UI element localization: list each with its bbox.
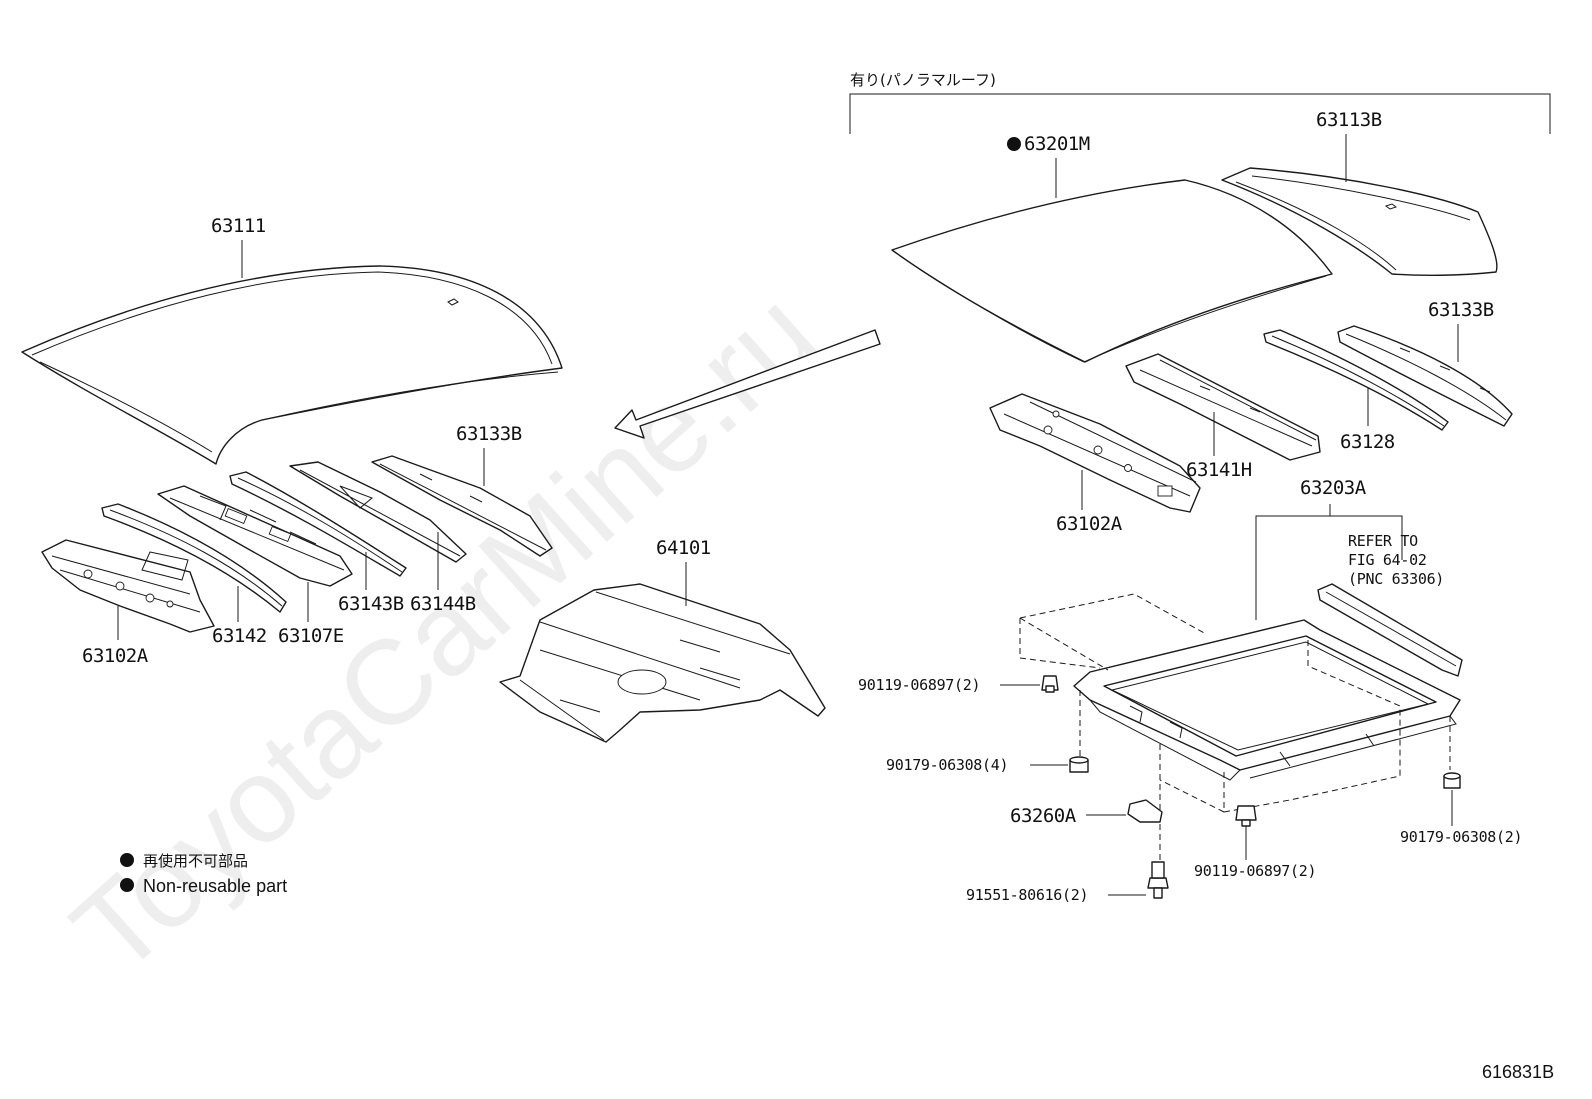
rail-63133B-left[interactable] [371, 455, 553, 557]
label-90179-left[interactable]: 90179-06308(4) [886, 756, 1009, 774]
roof-bow-63107E[interactable] [157, 485, 353, 587]
label-63141H[interactable]: 63141H [1186, 459, 1252, 481]
label-90119-top[interactable]: 90119-06897(2) [858, 676, 981, 694]
label-63260A[interactable]: 63260A [1010, 805, 1077, 827]
cross-member-63102A-right[interactable] [989, 393, 1201, 513]
glass-panel-63201M[interactable] [891, 179, 1333, 363]
roof-bow-63144B[interactable] [289, 461, 467, 563]
label-63107E[interactable]: 63107E [278, 625, 344, 647]
direction-arrow [614, 329, 881, 439]
legend-en: Non-reusable part [143, 876, 287, 896]
sunroof-frame-63203A[interactable] [1073, 619, 1461, 781]
bullet-icon [120, 878, 134, 892]
option-bracket [849, 93, 1551, 134]
rail-63133B-right[interactable] [1337, 325, 1513, 427]
bolt-90119-top-icon[interactable] [1041, 675, 1059, 693]
label-63133B-left[interactable]: 63133B [456, 423, 522, 445]
bullet-icon [120, 853, 134, 867]
option-header: 有り(パノラマルーフ) [850, 71, 996, 89]
figure-id: 616831B [1482, 1062, 1554, 1082]
rear-floor-pan-64101[interactable] [499, 583, 826, 743]
label-63113B[interactable]: 63113B [1316, 109, 1382, 131]
legend: 再使用不可部品 Non-reusable part [120, 852, 287, 896]
label-91551[interactable]: 91551-80616(2) [966, 886, 1089, 904]
label-63143B[interactable]: 63143B [338, 593, 404, 615]
roof-bow-63142[interactable] [101, 503, 287, 613]
label-90179-right[interactable]: 90179-06308(2) [1400, 828, 1523, 846]
label-63102A-right[interactable]: 63102A [1056, 513, 1123, 535]
label-63102A-left[interactable]: 63102A [82, 645, 149, 667]
label-63201M[interactable]: 63201M [1024, 133, 1090, 155]
refer-line3: (PNC 63306) [1348, 570, 1444, 588]
nut-90179-left-icon[interactable] [1069, 756, 1089, 773]
phantom-outline [1019, 593, 1451, 862]
roof-panel-63111[interactable] [21, 265, 563, 465]
roof-bow-63141H[interactable] [1125, 353, 1321, 461]
refer-line1: REFER TO [1348, 532, 1418, 550]
bolt-91551-icon[interactable] [1147, 861, 1169, 899]
rear-roof-63113B[interactable] [1221, 167, 1498, 276]
cross-member-63102A-left[interactable] [41, 539, 215, 633]
nut-90179-right-icon[interactable] [1443, 772, 1461, 789]
roof-bow-63143B[interactable] [229, 471, 407, 577]
label-63111[interactable]: 63111 [211, 215, 266, 237]
label-63128[interactable]: 63128 [1340, 431, 1395, 453]
refer-line2: FIG 64-02 [1348, 551, 1427, 569]
label-63142[interactable]: 63142 [212, 625, 267, 647]
label-90119-bottom[interactable]: 90119-06897(2) [1194, 862, 1317, 880]
label-63133B-right[interactable]: 63133B [1428, 299, 1494, 321]
label-64101[interactable]: 64101 [656, 537, 711, 559]
roof-bow-63128[interactable] [1263, 329, 1449, 431]
non-reusable-dot-icon [1007, 137, 1021, 151]
rail-63306[interactable] [1317, 583, 1463, 677]
leader-63203A [1255, 504, 1403, 620]
label-63144B[interactable]: 63144B [410, 593, 476, 615]
legend-jp: 再使用不可部品 [143, 852, 248, 870]
bracket-63260A[interactable] [1127, 799, 1163, 823]
label-63203A[interactable]: 63203A [1300, 477, 1367, 499]
bolt-90119-bottom-icon[interactable] [1235, 805, 1257, 827]
